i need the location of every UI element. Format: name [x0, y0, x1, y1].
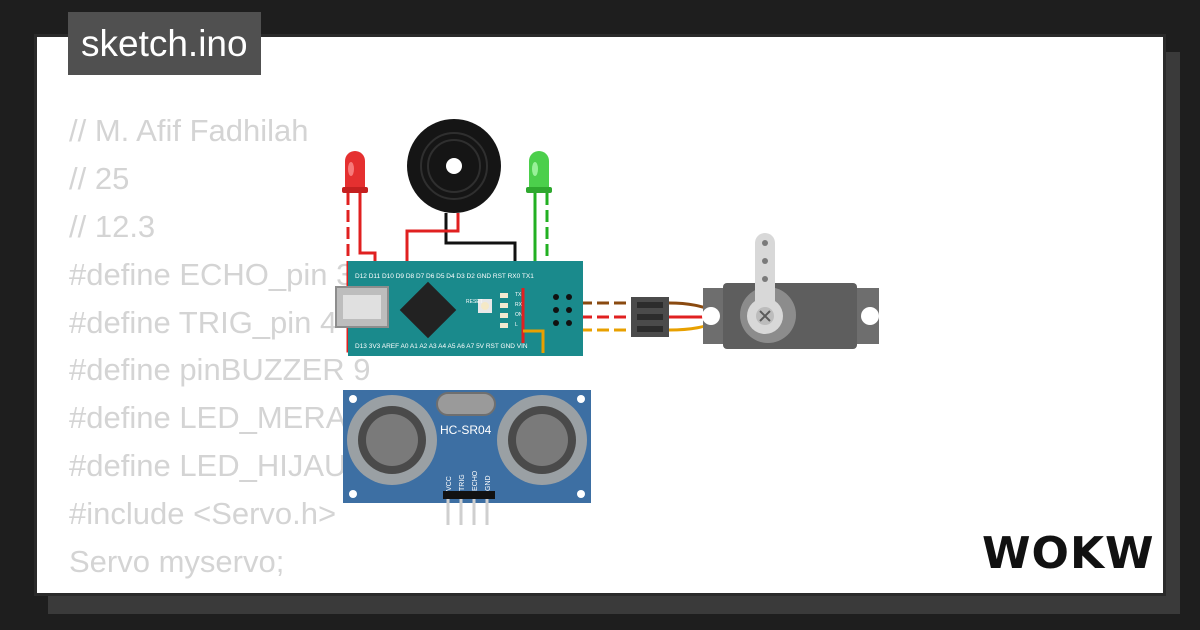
- red-led-icon: [342, 151, 368, 193]
- wokwi-logo: WOKWi: [982, 528, 1158, 579]
- sensor-pin-gnd: GND: [485, 475, 492, 491]
- code-line: #define pinBUZZER 9: [69, 352, 371, 388]
- sensor-pin-trig: TRIG: [459, 474, 466, 491]
- board-led-label-on: ON: [515, 312, 523, 318]
- wire-buzzer-black: [444, 213, 517, 265]
- code-line: #define LED_MERAH 5: [69, 400, 395, 436]
- code-background: // M. Afif Fadhilah// 25// 12.3#define E…: [69, 107, 395, 593]
- sensor-pin-vcc: VCC: [446, 476, 453, 491]
- board-overlay-wires: [521, 288, 545, 353]
- code-line: // 25: [69, 160, 130, 196]
- wokwi-logo-text: WOKWi: [982, 528, 1158, 579]
- board-reset-label: RESET: [466, 299, 483, 305]
- board-led-label-l: L: [515, 322, 518, 328]
- circuit-diagram: D12 D11 D10 D9 D8 D7 D6 D5 D4 D3 D2 GND …: [335, 119, 879, 525]
- sensor-pin-echo: ECHO: [472, 470, 479, 491]
- servo-icon: [631, 233, 879, 349]
- board-bottom-pin-labels: D13 3V3 AREF A0 A1 A2 A3 A4 A5 A6 A7 5V …: [355, 343, 528, 350]
- code-line: #define TRIG_pin 4: [69, 304, 338, 340]
- board-top-pin-labels: D12 D11 D10 D9 D8 D7 D6 D5 D4 D3 D2 GND …: [355, 273, 534, 280]
- wire-buzzer-red: [405, 213, 460, 265]
- board-led-label-tx: TX: [515, 292, 522, 298]
- preview-card: // M. Afif Fadhilah// 25// 12.3#define E…: [34, 34, 1166, 596]
- code-line: // M. Afif Fadhilah: [69, 113, 309, 148]
- board-led-label-rx: RX: [515, 302, 523, 308]
- sensor-model-label: HC-SR04: [440, 423, 492, 437]
- buzzer-icon: [407, 119, 501, 213]
- code-line: Servo myservo;: [69, 544, 285, 580]
- green-led-icon: [526, 151, 552, 193]
- code-line: // 12.3: [69, 208, 156, 244]
- code-line: #include <Servo.h>: [69, 496, 337, 532]
- ultrasonic-sensor: HC-SR04 VCC TRIG ECHO GND: [343, 390, 591, 525]
- code-line: int pos = 0;: [69, 586, 395, 593]
- arduino-nano-board: D12 D11 D10 D9 D8 D7 D6 D5 D4 D3 D2 GND …: [335, 261, 583, 356]
- wire-red-led-b: [358, 193, 377, 265]
- file-tab[interactable]: sketch.ino: [68, 12, 261, 75]
